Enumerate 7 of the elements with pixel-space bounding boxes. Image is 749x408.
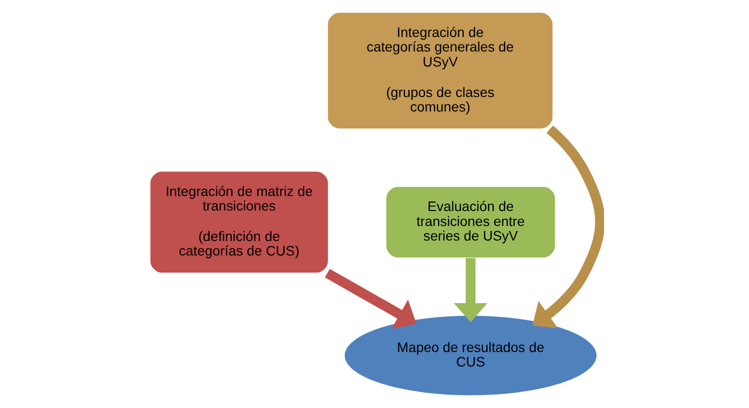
node-ellipse: Mapeo de resultados de CUS	[343, 314, 598, 396]
node-box: Integración de matriz de transiciones (definición de categorías de CUS)	[148, 170, 328, 274]
node-box: Evaluación de transiciones entre series de USyV	[384, 186, 556, 258]
arrow	[324, 268, 416, 329]
node-box: Integración de categorías generales de USyV (grupos de clases comunes)	[326, 12, 553, 130]
arrow	[453, 258, 487, 322]
arrow	[532, 126, 604, 328]
